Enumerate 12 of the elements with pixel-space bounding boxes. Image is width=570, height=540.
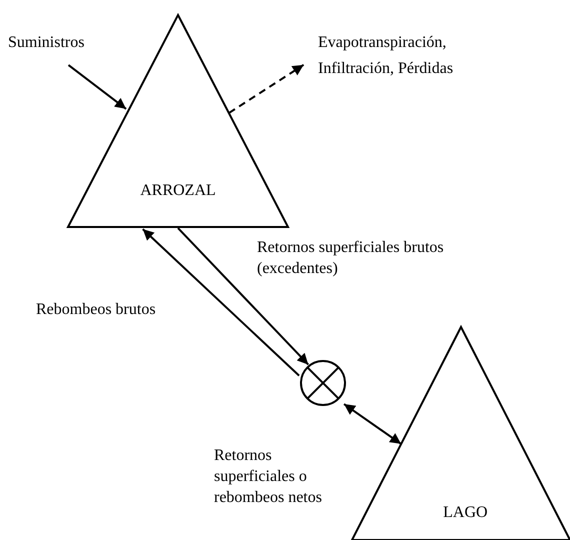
edge-label: Rebombeos brutos [36, 300, 157, 320]
arrow [68, 64, 127, 110]
edge-label: Retornos superficiales o rebombeos netos [214, 446, 323, 508]
node-label: ARROZAL [140, 180, 216, 201]
flow-label: Suministros [8, 33, 86, 53]
node-label: LAGO [443, 502, 488, 523]
arrow [343, 403, 402, 445]
flow-label: Evapotranspiración, Infiltración, Pérdidas [318, 33, 454, 79]
edge-label: Retornos superficiales brutos (excedentes) [257, 238, 445, 279]
arrow [142, 228, 300, 376]
dashed-arrow [228, 64, 304, 114]
arrow [177, 227, 309, 366]
